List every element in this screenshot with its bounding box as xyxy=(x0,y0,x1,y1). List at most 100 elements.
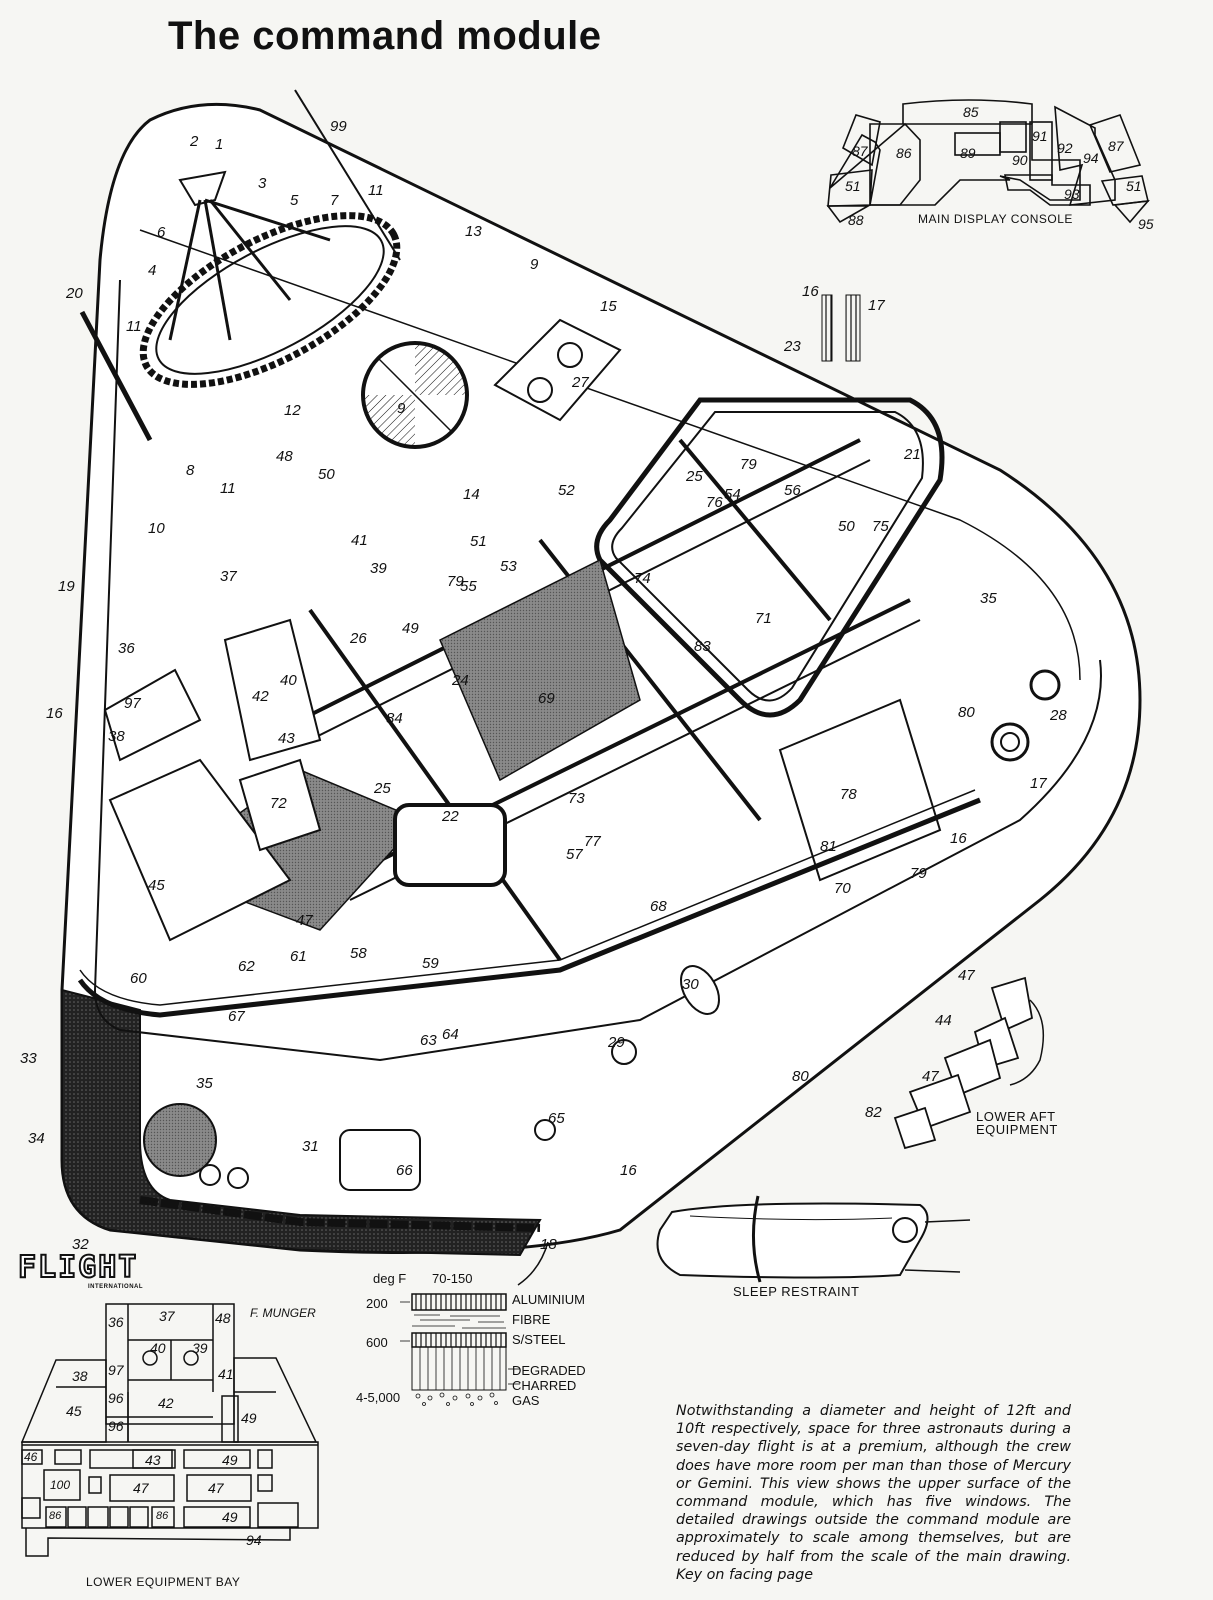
callout-52: 52 xyxy=(558,482,575,499)
callout-25: 25 xyxy=(374,780,391,797)
flight-international-subtitle: INTERNATIONAL xyxy=(88,1284,144,1290)
callout-35: 35 xyxy=(196,1075,213,1092)
callout-9: 9 xyxy=(530,256,539,273)
callout-2: 2 xyxy=(190,133,199,150)
callout-79: 79 xyxy=(910,865,927,882)
console-panel-92: 92 xyxy=(1057,140,1073,156)
callout-62: 62 xyxy=(238,958,255,975)
callout-47: 47 xyxy=(296,912,313,929)
callout-15: 15 xyxy=(600,298,617,315)
console-panel-88: 88 xyxy=(848,212,864,228)
callout-38: 38 xyxy=(108,728,125,745)
callout-5: 5 xyxy=(290,192,299,209)
callout-27: 27 xyxy=(572,374,589,391)
console-panel-86: 86 xyxy=(896,145,912,161)
aft-callout-44: 44 xyxy=(935,1012,952,1029)
callout-69: 69 xyxy=(538,690,555,707)
callout-8: 8 xyxy=(186,462,195,479)
callout-60: 60 xyxy=(130,970,147,987)
bay-panel-47-right: 47 xyxy=(208,1480,224,1496)
callout-64: 64 xyxy=(442,1026,459,1043)
bay-panel-94: 94 xyxy=(246,1532,262,1548)
console-panel-51-left: 51 xyxy=(845,178,861,194)
bay-panel-96-top: 96 xyxy=(108,1390,124,1406)
callout-50: 50 xyxy=(838,518,855,535)
callout-80: 80 xyxy=(792,1068,809,1085)
callout-23: 23 xyxy=(784,338,801,355)
heat-shield-range: 70-150 xyxy=(432,1271,473,1286)
aft-callout-47-bottom: 47 xyxy=(922,1068,939,1085)
callout-16: 16 xyxy=(620,1162,637,1179)
console-panel-90: 90 xyxy=(1012,152,1028,168)
callout-79: 79 xyxy=(740,456,757,473)
callout-12: 12 xyxy=(284,402,301,419)
callout-58: 58 xyxy=(350,945,367,962)
callout-33: 33 xyxy=(20,1050,37,1067)
lower-equipment-bay-label: LOWER EQUIPMENT BAY xyxy=(86,1575,241,1589)
callout-31: 31 xyxy=(302,1138,319,1155)
bay-panel-37: 37 xyxy=(159,1308,175,1324)
artist-signature: F. MUNGER xyxy=(250,1306,316,1320)
flight-logo: FLIGHT xyxy=(17,1249,139,1286)
bay-panel-49-top: 49 xyxy=(222,1452,238,1468)
callout-45: 45 xyxy=(148,877,165,894)
callout-61: 61 xyxy=(290,948,307,965)
callout-79: 79 xyxy=(447,573,464,590)
callout-65: 65 xyxy=(548,1110,565,1127)
callout-97: 97 xyxy=(124,695,141,712)
callout-73: 73 xyxy=(568,790,585,807)
callout-40: 40 xyxy=(280,672,297,689)
console-panel-89: 89 xyxy=(960,145,976,161)
bay-panel-38: 38 xyxy=(72,1368,88,1384)
temp-4-5000: 4-5,000 xyxy=(356,1390,401,1405)
callout-39: 39 xyxy=(370,560,387,577)
bay-panel-46: 46 xyxy=(24,1450,38,1464)
callout-56: 56 xyxy=(784,482,801,499)
callout-66: 66 xyxy=(396,1162,413,1179)
callout-75: 75 xyxy=(872,518,889,535)
callout-74: 74 xyxy=(634,570,651,587)
bay-panel-86-right: 86 xyxy=(156,1510,169,1522)
callout-18: 18 xyxy=(540,1236,557,1253)
console-panel-85: 85 xyxy=(963,104,979,120)
callout-3: 3 xyxy=(258,175,267,192)
bay-panel-48: 48 xyxy=(215,1310,231,1326)
callout-41: 41 xyxy=(351,532,368,549)
callout-59: 59 xyxy=(422,955,439,972)
callout-83: 83 xyxy=(694,638,711,655)
callout-13: 13 xyxy=(465,223,482,240)
callout-63: 63 xyxy=(420,1032,437,1049)
console-panel-87-left: 87 xyxy=(852,143,868,159)
callout-29: 29 xyxy=(608,1034,625,1051)
console-panel-87-right: 87 xyxy=(1108,138,1124,154)
bay-panel-97: 97 xyxy=(108,1362,124,1378)
callout-11: 11 xyxy=(220,480,236,497)
bay-panel-49-bottom: 49 xyxy=(222,1509,238,1525)
callout-36: 36 xyxy=(118,640,135,657)
callout-26: 26 xyxy=(350,630,367,647)
callout-70: 70 xyxy=(834,880,851,897)
aft-callout-82: 82 xyxy=(865,1104,882,1121)
callout-35: 35 xyxy=(980,590,997,607)
callout-11: 11 xyxy=(368,182,384,199)
callout-30: 30 xyxy=(682,976,699,993)
callout-4: 4 xyxy=(148,262,157,279)
console-panel-95: 95 xyxy=(1138,216,1154,232)
callout-55: 55 xyxy=(460,578,477,595)
callout-24: 24 xyxy=(452,672,469,689)
bay-panel-86-left: 86 xyxy=(49,1510,62,1522)
bay-panel-43: 43 xyxy=(145,1452,161,1468)
layer-charred: CHARRED xyxy=(512,1378,577,1393)
callout-49: 49 xyxy=(402,620,419,637)
lower-aft-equipment-label: LOWER AFT EQUIPMENT xyxy=(976,1109,1058,1137)
callout-43: 43 xyxy=(278,730,295,747)
callout-20: 20 xyxy=(66,285,83,302)
callout-19: 19 xyxy=(58,578,75,595)
temp-600: 600 xyxy=(366,1335,388,1350)
callout-16: 16 xyxy=(950,830,967,847)
bay-panel-45: 45 xyxy=(66,1403,82,1419)
callout-48: 48 xyxy=(276,448,293,465)
callout-28: 28 xyxy=(1050,707,1067,724)
callout-16: 16 xyxy=(46,705,63,722)
